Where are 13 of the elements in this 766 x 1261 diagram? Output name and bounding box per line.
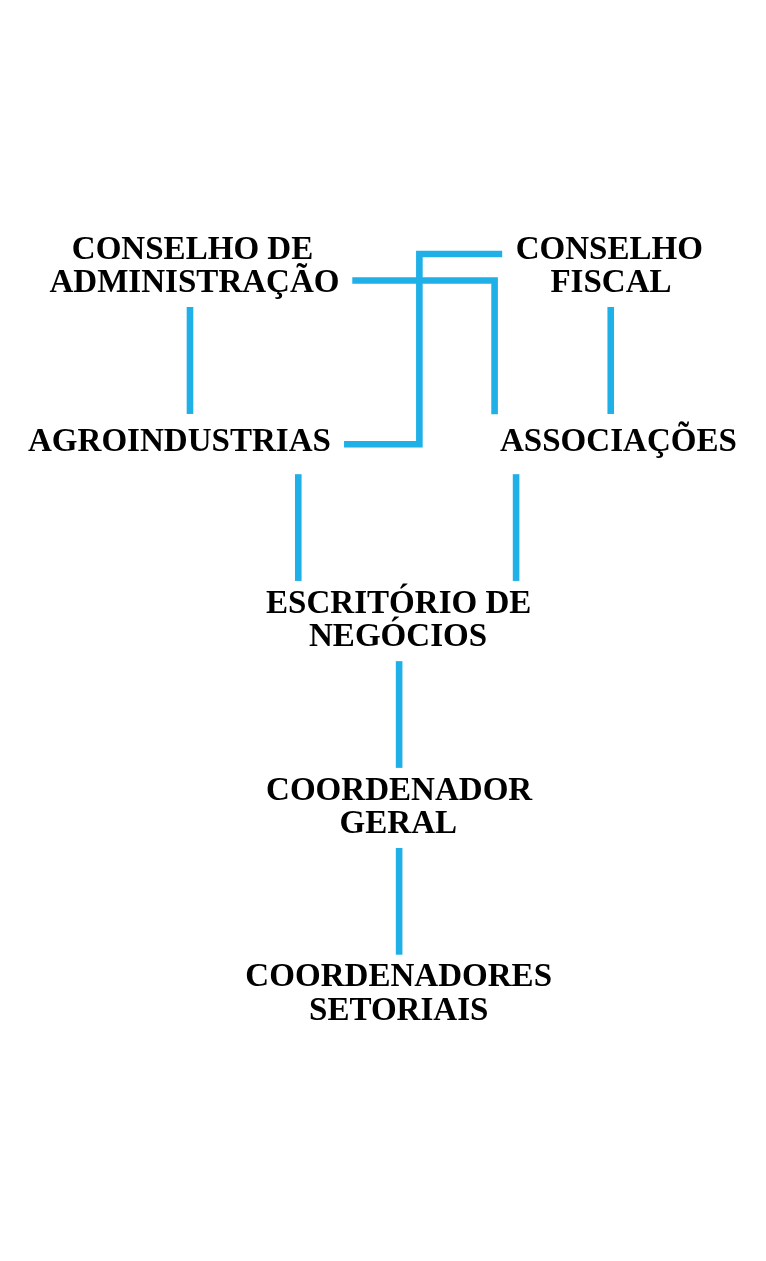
connector (607, 306, 615, 414)
node-text: COORDENADORES SETORIAIS (245, 956, 553, 1027)
node-text: COORDENADOR GERAL (266, 770, 533, 840)
node-text: ESCRITÓRIO DE NEGÓCIOS (266, 583, 532, 653)
connector (395, 660, 403, 768)
node-text: CONSELHO DE ADMINISTRAÇÃO (49, 229, 340, 299)
node-text: ASSOCIAÇÕES (499, 421, 737, 458)
connector (294, 473, 302, 581)
connector (186, 306, 194, 414)
node-text: CONSELHO FISCAL (515, 229, 703, 299)
connector (395, 847, 403, 955)
node-text: AGROINDUSTRIAS (27, 421, 331, 458)
connector (512, 473, 520, 581)
